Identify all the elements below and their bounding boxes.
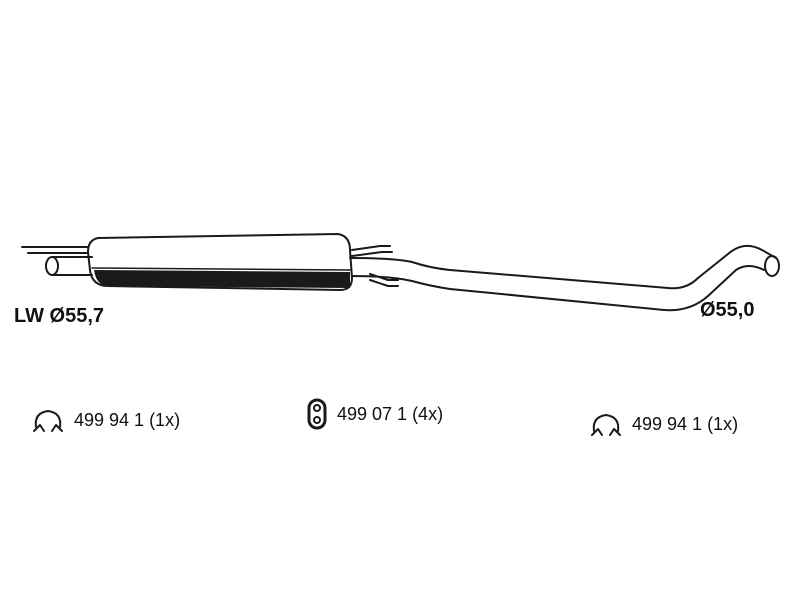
part-item-mount-center: 499 07 1 (4x) bbox=[305, 397, 443, 431]
outlet-diameter-label: Ø55,0 bbox=[700, 299, 755, 321]
rubber-mount-icon bbox=[307, 398, 327, 430]
pipe-clamp-icon bbox=[591, 414, 621, 436]
inlet-pipe bbox=[45, 256, 93, 276]
inlet-hanger-rods bbox=[21, 246, 89, 254]
inlet-diameter-label: LW Ø55,7 bbox=[14, 305, 105, 327]
muffler-box bbox=[87, 233, 353, 291]
part-number-text: 499 94 1 (1x) bbox=[74, 409, 181, 430]
pipe-clamp-icon bbox=[33, 410, 63, 432]
outlet-hanger-brackets bbox=[351, 245, 399, 287]
part-number-text: 499 07 1 (4x) bbox=[337, 403, 444, 424]
part-number-text: 499 94 1 (1x) bbox=[632, 413, 739, 434]
main-pipe bbox=[349, 244, 780, 312]
part-item-clamp-left: 499 94 1 (1x) bbox=[30, 405, 180, 435]
part-item-clamp-right: 499 94 1 (1x) bbox=[588, 409, 738, 439]
